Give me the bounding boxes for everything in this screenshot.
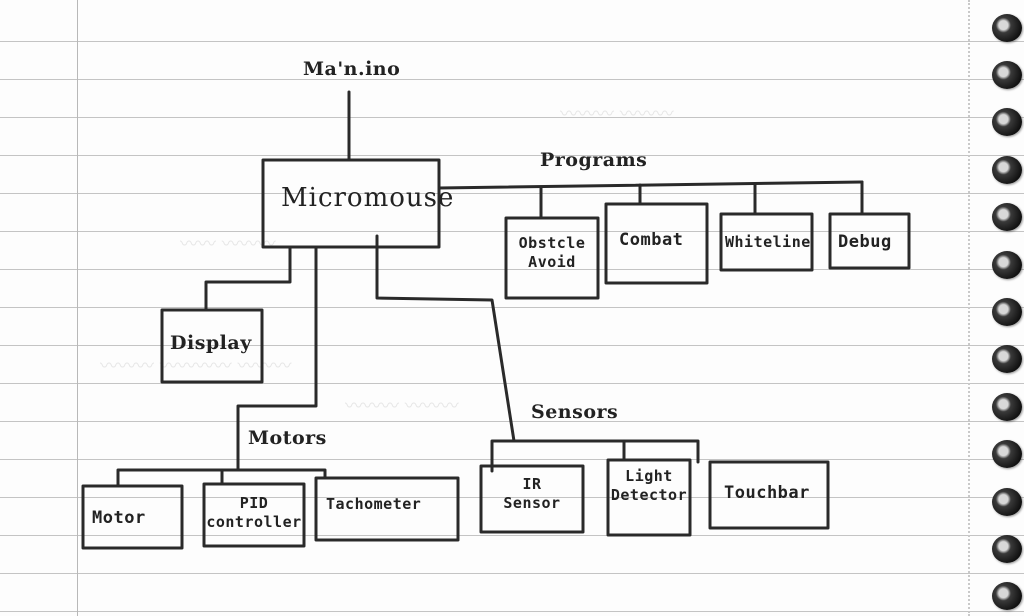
label-sensors-group: Sensors xyxy=(531,401,619,423)
label-touchbar: Touchbar xyxy=(724,483,810,503)
box-touchbar xyxy=(708,460,830,530)
label-obstacle-line1: Obstcle xyxy=(518,234,586,252)
spiral-binding xyxy=(990,0,1024,616)
box-obstacle-avoid xyxy=(504,216,600,300)
label-obstacle-line2: Avoid xyxy=(528,252,576,271)
label-root-file: Ma'n.ino xyxy=(303,58,401,80)
connector-display xyxy=(204,245,292,312)
spiral-ring-icon xyxy=(992,203,1022,231)
box-micromouse xyxy=(261,158,441,249)
box-combat xyxy=(604,202,709,285)
spiral-ring-icon xyxy=(992,440,1022,468)
box-debug xyxy=(828,212,911,270)
margin-line xyxy=(77,0,78,616)
box-pid xyxy=(202,482,306,548)
label-motor: Motor xyxy=(92,508,146,528)
label-tachometer: Tachometer xyxy=(326,495,422,513)
label-pid-controller: PID controller xyxy=(204,494,304,532)
spiral-ring-icon xyxy=(992,108,1022,136)
connector-motors xyxy=(236,245,318,472)
spiral-ring-icon xyxy=(992,156,1022,184)
spiral-ring-icon xyxy=(992,345,1022,373)
label-display: Display xyxy=(170,332,252,354)
label-pid-line1: PID xyxy=(239,494,269,512)
bleed-through-scribble: 〰〰〰 〰〰〰〰 〰〰〰 xyxy=(100,356,292,377)
box-display xyxy=(160,308,264,384)
box-light-detector xyxy=(606,458,692,537)
spiral-ring-icon xyxy=(992,14,1022,42)
label-whiteline: Whiteline xyxy=(725,233,811,251)
box-motor xyxy=(81,484,184,550)
label-light-detector: Light Detector xyxy=(608,467,690,505)
label-motors-group: Motors xyxy=(248,427,327,449)
box-tachometer xyxy=(314,476,460,542)
connector-programs-bus xyxy=(437,180,864,190)
label-pid-line2: controller xyxy=(206,512,302,531)
bleed-through-scribble: 〰〰〰 〰〰〰 xyxy=(560,104,674,125)
label-obstacle-avoid: Obstcle Avoid xyxy=(506,234,598,272)
label-ir-line2: Sensor xyxy=(503,493,561,512)
label-light-line2: Detector xyxy=(610,485,688,504)
bleed-through-scribble: 〰〰 〰〰〰 xyxy=(180,234,276,255)
bleed-through-scribble: 〰〰〰 〰〰〰 xyxy=(345,396,459,417)
spiral-ring-icon xyxy=(992,488,1022,516)
spiral-ring-icon xyxy=(992,582,1022,610)
connector-sensors-bus xyxy=(490,439,700,473)
label-ir-sensor: IR Sensor xyxy=(481,475,583,513)
label-ir-line1: IR xyxy=(522,475,542,493)
label-light-line1: Light xyxy=(625,467,673,485)
label-micromouse: Micromouse xyxy=(281,183,455,213)
box-whiteline xyxy=(719,212,814,272)
spiral-ring-icon xyxy=(992,393,1022,421)
spiral-ring-icon xyxy=(992,251,1022,279)
perforation-line xyxy=(968,0,970,616)
label-debug: Debug xyxy=(838,232,892,252)
spiral-ring-icon xyxy=(992,61,1022,89)
spiral-ring-icon xyxy=(992,535,1022,563)
label-programs-group: Programs xyxy=(540,149,648,171)
spiral-ring-icon xyxy=(992,298,1022,326)
label-combat: Combat xyxy=(619,230,684,250)
connector-sensors xyxy=(375,234,516,443)
box-ir-sensor xyxy=(479,464,585,534)
